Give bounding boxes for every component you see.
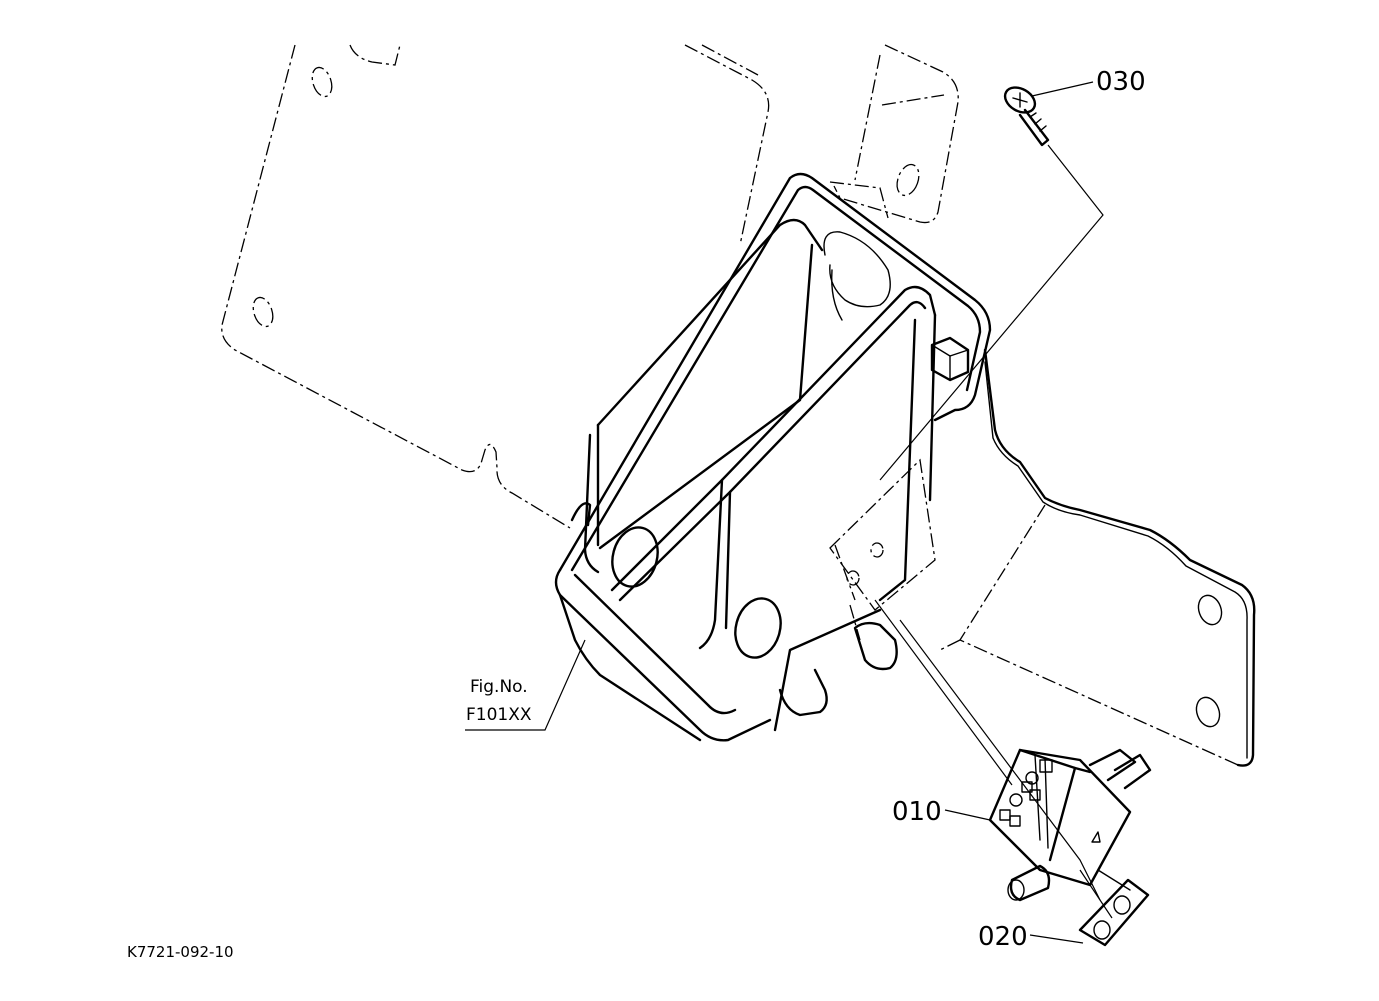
leader-030 — [1031, 81, 1094, 97]
leader-020 — [1029, 934, 1084, 944]
assembly-line-screw — [879, 144, 1104, 481]
figure-ref-line1: Fig.No. — [470, 677, 528, 697]
mounting-plate-outline — [221, 44, 770, 529]
figure-ref-line2: F101XX — [466, 705, 532, 725]
assembly-line-plunger — [899, 619, 1101, 901]
callout-010-label: 010 — [892, 797, 942, 827]
hex-nut — [930, 336, 970, 382]
rear-bracket-outline — [829, 44, 959, 224]
pedal-bracket — [554, 172, 992, 742]
washer-020 — [1078, 869, 1150, 947]
right-bracket — [939, 348, 1256, 767]
switch-plate-outline — [829, 458, 936, 611]
leader-010 — [944, 809, 991, 821]
drawing-code: K7721-092-10 — [127, 943, 234, 961]
callout-020-label: 020 — [978, 922, 1028, 952]
callout-030-label: 030 — [1096, 67, 1146, 97]
leader-figref — [465, 639, 586, 731]
assembly-line-switch — [874, 599, 1013, 786]
assembly-line-washer — [1079, 869, 1113, 919]
switch-010 — [988, 748, 1152, 902]
screw-030 — [1003, 86, 1050, 147]
